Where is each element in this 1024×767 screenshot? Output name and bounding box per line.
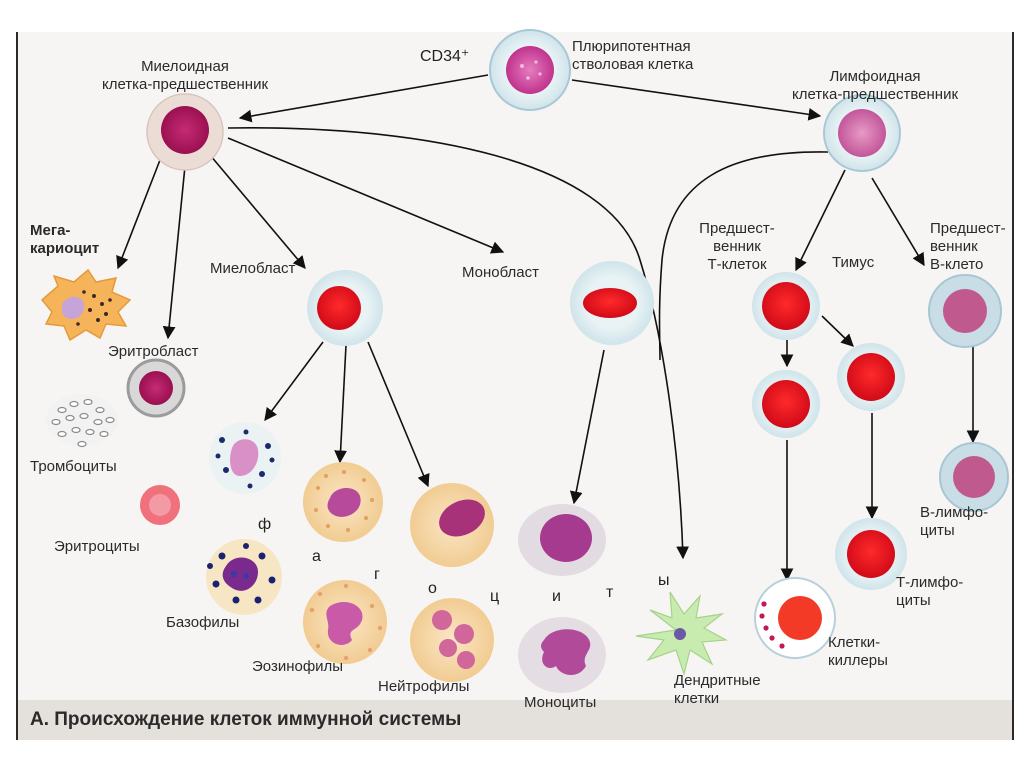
monocyte-cell-lower (518, 617, 606, 693)
b-lymph-label-line2: циты (920, 522, 955, 539)
lymphoid-label: Лимфоидная клетка-предшественник (760, 68, 990, 104)
t-precursor-cell (752, 272, 820, 340)
megakaryocyte-label: Мега- кариоцит (30, 222, 99, 258)
dendritic-label-line2: клетки (674, 690, 720, 707)
b-precursor-label-line1: Предшест- (930, 220, 1006, 237)
arrow-myeloblast-to-basophil (264, 341, 324, 422)
b-lymph-label: В-лимфо- циты (920, 504, 1008, 540)
b-precursor-label-line3: В-клето (930, 256, 984, 273)
platelets-label: Тромбоциты (30, 458, 117, 475)
t-precursor-label-line1: Предшест- (699, 220, 775, 237)
t-lymph-label-line1: Т-лимфо- (896, 574, 964, 591)
monoblast-label: Монобласт (462, 264, 540, 281)
t-lymph-label: Т-лимфо- циты (896, 574, 963, 610)
t-precursor-label-line2: венник (713, 238, 761, 255)
myeloid-label: Миелоидная клетка-предшественник (60, 58, 310, 94)
basophils-label: Базофилы (166, 614, 240, 631)
t-lymph-label-line2: циты (896, 592, 931, 609)
line-lymphoid-to-dendritic (658, 151, 829, 361)
monocytes-label: Моноциты (524, 694, 597, 711)
stem-cell-label-line1: Плюрипотентная (572, 38, 691, 55)
monocyte-cell-upper (518, 504, 606, 576)
lymphoid-progenitor-cell (823, 94, 901, 172)
arrow-myeloblast-to-neutrophil (367, 341, 430, 488)
phagocytes-letter-4: о (428, 580, 437, 597)
myeloid-label-line1: Миелоидная (141, 58, 229, 75)
t-cell-left (752, 370, 820, 438)
arrow-myeloid-to-erythroblast (162, 165, 186, 340)
arrow-myeloid-to-myeloblast (209, 154, 306, 269)
neutrophil-cell-lower (410, 598, 494, 682)
arrow-t-precursor-to-thymus-cell (821, 315, 854, 347)
phagocytes-letter-6: и (552, 588, 561, 605)
arrow-myeloid-to-megakaryocyte (116, 159, 161, 270)
phagocytes-letter-7: т (606, 584, 614, 601)
killers-label: Клетки- киллеры (828, 634, 888, 670)
neutrophils-label: Нейтрофилы (378, 678, 470, 695)
t-precursor-label: Предшест- венник Т-клеток (672, 220, 802, 274)
megakaryocyte-label-line2: кариоцит (30, 240, 100, 257)
killers-label-line2: киллеры (828, 652, 888, 669)
erythroblast-cell (126, 358, 186, 418)
stem-cell (489, 29, 571, 111)
arrow-myeloblast-to-eosinophil (334, 344, 347, 464)
stem-cell-label: Плюрипотентная стволовая клетка (572, 38, 693, 74)
arrow-myeloid-to-dendritic (227, 127, 690, 560)
eosinophil-cell-upper (303, 462, 383, 542)
diagram-caption: А. Происхождение клеток иммунной системы (30, 709, 462, 730)
erythrocyte-cell (140, 485, 180, 525)
basophil-cell-lower (206, 539, 282, 615)
phagocytes-letter-5: ц (490, 588, 500, 605)
stem-marker-label: CD34⁺ (420, 48, 470, 65)
phagocytes-letter-3: г (374, 566, 380, 583)
killers-label-line1: Клетки- (828, 634, 881, 651)
b-precursor-label-line2: венник (930, 238, 978, 255)
myeloblast-label: Миелобласт (210, 260, 296, 277)
killer-cell (754, 577, 836, 659)
arrow-monoblast-to-monocyte (569, 349, 605, 505)
arrow-lymphoid-to-b-precursor (871, 177, 925, 267)
arrow-stem-to-lymphoid (571, 79, 822, 121)
arrow-lymphoid-to-t-precursor (795, 169, 846, 272)
megakaryocyte-cell (40, 268, 132, 342)
phagocytes-letter-8: ы (658, 572, 670, 589)
arrow-myeloid-to-monoblast (227, 137, 505, 254)
stem-cell-label-line2: стволовая клетка (572, 56, 694, 73)
platelets-cluster (46, 394, 118, 448)
b-lymph-label-line1: В-лимфо- (920, 504, 989, 521)
arrow-stem-to-myeloid (238, 74, 489, 123)
eosinophil-cell-lower (303, 580, 387, 664)
arrows (116, 74, 980, 582)
lymphoid-label-line1: Лимфоидная (829, 68, 921, 85)
myeloblast-cell (307, 270, 383, 346)
megakaryocyte-label-line1: Мега- (30, 222, 71, 239)
neutrophil-cell-upper (410, 483, 494, 567)
thymus-t-cell (837, 343, 905, 411)
basophil-cell-upper (209, 422, 281, 494)
lymphoid-label-line2: клетка-предшественник (791, 86, 959, 103)
b-precursor-cell (928, 274, 1002, 348)
erythroblast-label: Эритробласт (108, 343, 199, 360)
thymus-label: Тимус (832, 254, 875, 271)
erythrocytes-label: Эритроциты (54, 538, 140, 555)
myeloid-label-line2: клетка-предшественник (101, 76, 269, 93)
myeloid-progenitor-cell (146, 93, 224, 171)
dendritic-label-line1: Дендритные (674, 672, 761, 689)
phagocytes-letter-2: а (312, 548, 321, 565)
dendritic-label: Дендритные клетки (674, 672, 761, 708)
dendritic-cell (635, 591, 729, 677)
phagocytes-letter-1: ф (258, 516, 272, 533)
b-precursor-label: Предшест- венник В-клето (930, 220, 1010, 274)
t-precursor-label-line3: Т-клеток (707, 256, 767, 273)
eosinophils-label: Эозинофилы (252, 658, 344, 675)
b-lymphocyte-cell (939, 442, 1009, 512)
t-lymphocyte-cell (835, 518, 907, 590)
monoblast-cell (570, 261, 654, 345)
caption-bar (18, 700, 1012, 740)
